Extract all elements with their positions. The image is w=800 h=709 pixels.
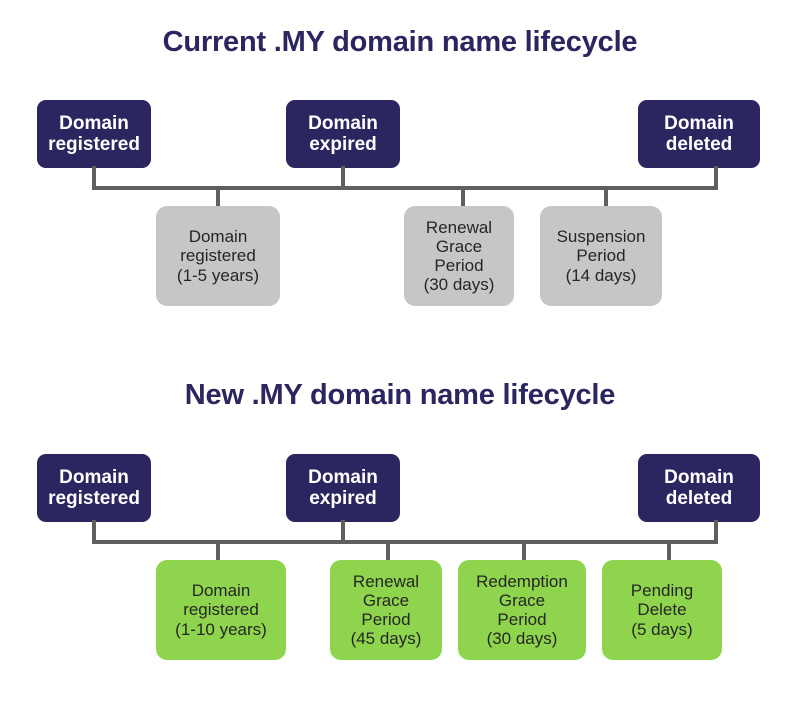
event-line-2: registered <box>48 488 140 509</box>
connector-stem-phase-2 <box>522 540 526 562</box>
phase-line-2: Delete <box>637 600 687 620</box>
phase-line-2: Grace <box>498 590 546 610</box>
phase-line-3: (14 days) <box>565 265 637 285</box>
phase-line-4: (30 days) <box>423 275 495 295</box>
phase-line-2: Period <box>576 246 626 266</box>
connector-stem-phase-2 <box>604 186 608 208</box>
connector-rail <box>92 186 718 190</box>
phase-line-1: Domain <box>191 581 251 601</box>
phase-line-1: Renewal <box>352 571 420 591</box>
event-line-1: Domain <box>308 466 378 488</box>
connector-stem-phase-0 <box>216 540 220 562</box>
new-phase-domain-registered-period: Domain registered (1-10 years) <box>156 560 286 660</box>
phase-line-1: Pending <box>630 581 694 601</box>
current-event-domain-deleted: Domain deleted <box>638 100 760 168</box>
connector-stem-phase-3 <box>667 540 671 562</box>
phase-line-2: registered <box>183 600 259 620</box>
phase-line-1: Suspension <box>556 227 646 247</box>
new-event-domain-registered: Domain registered <box>37 454 151 522</box>
current-phase-renewal-grace-period: Renewal Grace Period (30 days) <box>404 206 514 306</box>
event-line-2: registered <box>48 134 140 155</box>
event-line-1: Domain <box>664 112 734 134</box>
new-event-domain-expired: Domain expired <box>286 454 400 522</box>
phase-line-1: Renewal <box>425 217 493 237</box>
current-phase-domain-registered-period: Domain registered (1-5 years) <box>156 206 280 306</box>
current-lifecycle-title: Current .MY domain name lifecycle <box>162 26 638 58</box>
phase-line-1: Redemption <box>476 571 568 591</box>
event-line-2: deleted <box>665 488 733 509</box>
phase-line-3: Period <box>434 256 484 275</box>
phase-line-2: Grace <box>435 236 483 256</box>
event-line-1: Domain <box>308 112 378 134</box>
phase-line-3: (1-5 years) <box>176 265 260 285</box>
event-line-1: Domain <box>59 112 129 134</box>
connector-stem-event-1 <box>341 520 345 543</box>
connector-stem-event-2 <box>714 520 718 543</box>
phase-line-3: (5 days) <box>631 619 693 639</box>
event-line-1: Domain <box>664 466 734 488</box>
phase-line-4: (30 days) <box>486 629 558 649</box>
phase-line-2: Grace <box>362 590 410 610</box>
connector-stem-event-0 <box>92 520 96 543</box>
new-lifecycle-title: New .MY domain name lifecycle <box>184 379 616 411</box>
connector-stem-event-0 <box>92 166 96 189</box>
event-line-2: deleted <box>665 134 733 155</box>
phase-line-1: Domain <box>188 227 248 247</box>
connector-rail <box>92 540 718 544</box>
new-event-domain-deleted: Domain deleted <box>638 454 760 522</box>
connector-stem-event-1 <box>341 166 345 189</box>
event-line-2: expired <box>309 134 377 155</box>
current-phase-suspension-period: Suspension Period (14 days) <box>540 206 662 306</box>
new-phase-pending-delete-period: Pending Delete (5 days) <box>602 560 722 660</box>
connector-stem-event-2 <box>714 166 718 189</box>
phase-line-3: Period <box>361 610 411 629</box>
current-event-domain-registered: Domain registered <box>37 100 151 168</box>
new-phase-redemption-grace-period: Redemption Grace Period (30 days) <box>458 560 586 660</box>
connector-stem-phase-1 <box>461 186 465 208</box>
current-event-domain-expired: Domain expired <box>286 100 400 168</box>
phase-line-3: (1-10 years) <box>175 619 267 639</box>
event-line-2: expired <box>309 488 377 509</box>
new-phase-renewal-grace-period: Renewal Grace Period (45 days) <box>330 560 442 660</box>
connector-stem-phase-1 <box>386 540 390 562</box>
phase-line-2: registered <box>180 246 256 266</box>
connector-stem-phase-0 <box>216 186 220 208</box>
event-line-1: Domain <box>59 466 129 488</box>
phase-line-3: Period <box>497 610 547 629</box>
phase-line-4: (45 days) <box>350 629 422 649</box>
